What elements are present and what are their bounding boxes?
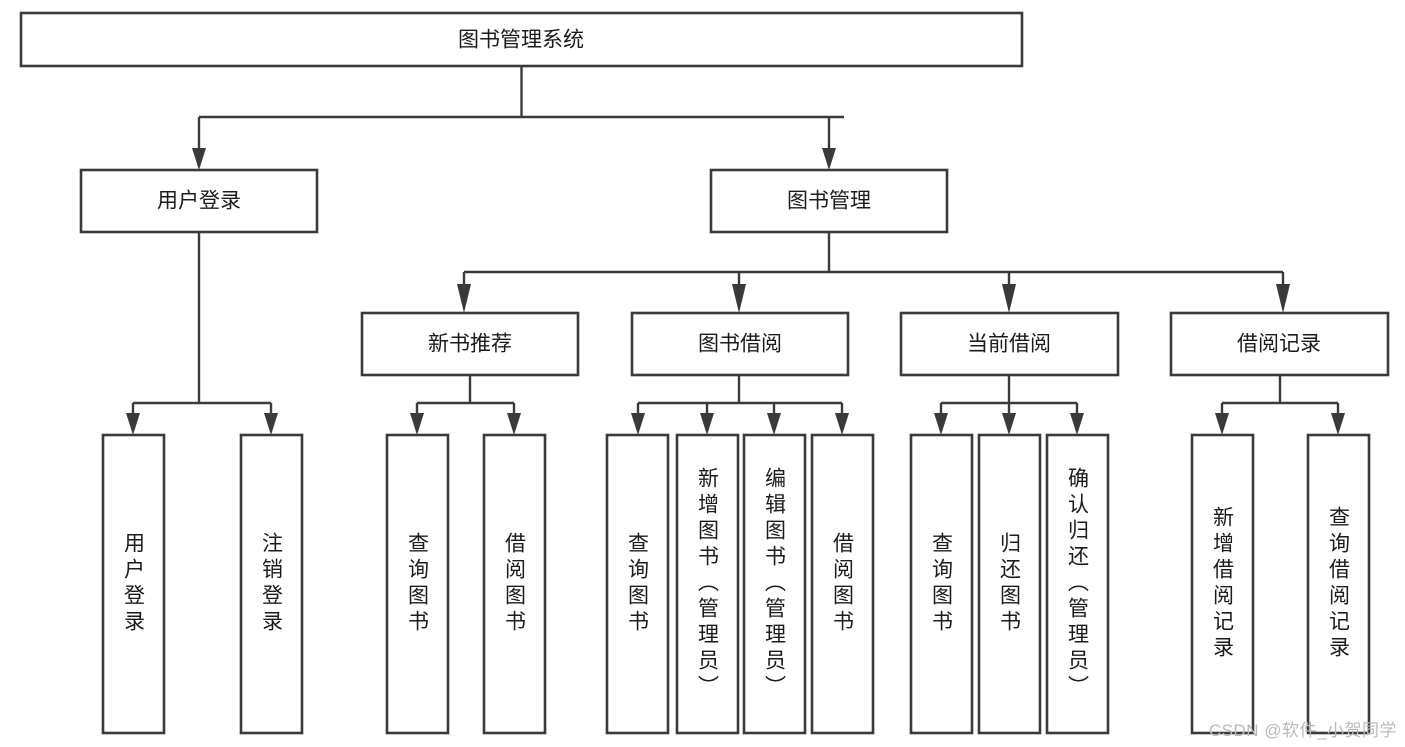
node-leaf-query-book-2-box[interactable] [605, 433, 670, 735]
node-leaf-query-book-1-label: 查询图书 [406, 532, 430, 636]
node-user-login-box[interactable] [79, 168, 319, 234]
node-leaf-return-book[interactable]: 归还图书 [977, 433, 1042, 735]
node-book-manage[interactable]: 图书管理 [709, 168, 949, 234]
arrow-bb-to-leaf2 [700, 413, 714, 435]
node-leaf-borrow-book-2[interactable]: 借阅图书 [810, 433, 875, 735]
arrow-nb-to-leaf2 [507, 413, 521, 435]
node-leaf-borrow-book-1[interactable]: 借阅图书 [482, 433, 547, 735]
node-leaf-query-book-1-box[interactable] [385, 433, 450, 735]
node-leaf-query-book-2[interactable]: 查询图书 [605, 433, 670, 735]
node-leaf-query-record-box[interactable] [1306, 433, 1371, 735]
node-book-borrow[interactable]: 图书借阅 [630, 311, 850, 377]
node-new-book-rec-label: 新书推荐 [428, 333, 512, 356]
node-current-borrow-box[interactable] [899, 311, 1120, 377]
node-leaf-edit-book-label: 编辑图书（管理员） [763, 467, 787, 701]
node-book-borrow-box[interactable] [630, 311, 850, 377]
arrow-nb-to-leaf1 [410, 413, 424, 435]
node-leaf-borrow-book-2-box[interactable] [810, 433, 875, 735]
connector-layer [126, 66, 1345, 435]
node-user-login-label: 用户登录 [157, 190, 241, 213]
arrow-cb-to-leaf1 [934, 413, 948, 435]
arrow-bm-to-book-borrow [732, 284, 746, 313]
node-root-box[interactable] [19, 11, 1024, 68]
node-root-label: 图书管理系统 [458, 29, 584, 52]
node-leaf-query-book-3[interactable]: 查询图书 [909, 433, 974, 735]
node-leaf-confirm-return[interactable]: 确认归还（管理员） [1045, 433, 1110, 735]
node-borrow-record[interactable]: 借阅记录 [1169, 311, 1390, 377]
node-leaf-query-book-3-label: 查询图书 [930, 532, 954, 636]
node-borrow-record-box[interactable] [1169, 311, 1390, 377]
arrow-bb-to-leaf3 [767, 413, 781, 435]
node-leaf-logout[interactable]: 注销登录 [239, 433, 304, 735]
node-leaf-logout-box[interactable] [239, 433, 304, 735]
arrow-root-to-user-login [192, 148, 206, 170]
node-new-book-rec-box[interactable] [360, 311, 580, 377]
node-leaf-logout-label: 注销登录 [260, 532, 284, 636]
node-leaf-add-book[interactable]: 新增图书（管理员） [675, 433, 740, 735]
arrow-br-to-leaf2 [1331, 413, 1345, 435]
node-leaf-borrow-book-2-label: 借阅图书 [831, 532, 855, 636]
arrow-cb-to-leaf3 [1070, 413, 1084, 435]
node-leaf-add-book-label: 新增图书（管理员） [696, 467, 720, 701]
node-leaf-add-record-box[interactable] [1190, 433, 1255, 735]
arrow-user-login-to-leaf2 [264, 413, 278, 435]
arrow-br-to-leaf1 [1215, 413, 1229, 435]
node-book-manage-box[interactable] [709, 168, 949, 234]
node-leaf-query-record-label: 查询借阅记录 [1327, 506, 1351, 662]
node-leaf-query-book-2-label: 查询图书 [626, 532, 650, 636]
node-leaf-edit-book-box[interactable] [742, 433, 807, 735]
node-leaf-query-book-1[interactable]: 查询图书 [385, 433, 450, 735]
arrow-bm-to-current-borrow [1002, 284, 1016, 313]
node-user-login[interactable]: 用户登录 [79, 168, 319, 234]
node-leaf-add-record-label: 新增借阅记录 [1211, 506, 1235, 662]
arrow-user-login-to-leaf1 [126, 413, 140, 435]
node-book-manage-label: 图书管理 [787, 190, 871, 213]
node-leaf-edit-book[interactable]: 编辑图书（管理员） [742, 433, 807, 735]
node-leaf-return-book-label: 归还图书 [998, 532, 1022, 636]
csdn-watermark: CSDN @软件_小贺同学 [1208, 721, 1397, 740]
node-book-borrow-label: 图书借阅 [698, 333, 782, 356]
arrow-bb-to-leaf4 [835, 413, 849, 435]
node-leaf-query-book-3-box[interactable] [909, 433, 974, 735]
node-leaf-add-record[interactable]: 新增借阅记录 [1190, 433, 1255, 735]
node-new-book-rec[interactable]: 新书推荐 [360, 311, 580, 377]
node-leaf-borrow-book-1-label: 借阅图书 [503, 532, 527, 636]
node-leaf-query-record[interactable]: 查询借阅记录 [1306, 433, 1371, 735]
node-leaf-borrow-book-1-box[interactable] [482, 433, 547, 735]
node-leaf-confirm-return-label: 确认归还（管理员） [1066, 467, 1090, 701]
node-borrow-record-label: 借阅记录 [1237, 333, 1321, 356]
node-leaf-return-book-box[interactable] [977, 433, 1042, 735]
node-leaf-add-book-box[interactable] [675, 433, 740, 735]
node-leaf-user-login-label: 用户登录 [122, 532, 146, 636]
node-leaf-user-login-box[interactable] [101, 433, 166, 735]
node-root[interactable]: 图书管理系统 [19, 11, 1024, 68]
arrow-bm-to-borrow-record [1276, 284, 1290, 313]
arrow-bb-to-leaf1 [631, 413, 645, 435]
arrow-cb-to-leaf2 [1002, 413, 1016, 435]
node-current-borrow-label: 当前借阅 [967, 333, 1051, 356]
node-leaf-user-login[interactable]: 用户登录 [101, 433, 166, 735]
node-current-borrow[interactable]: 当前借阅 [899, 311, 1120, 377]
arrow-bm-to-new-book [457, 284, 471, 313]
arrow-root-to-book-manage [822, 148, 836, 170]
node-leaf-confirm-return-box[interactable] [1045, 433, 1110, 735]
